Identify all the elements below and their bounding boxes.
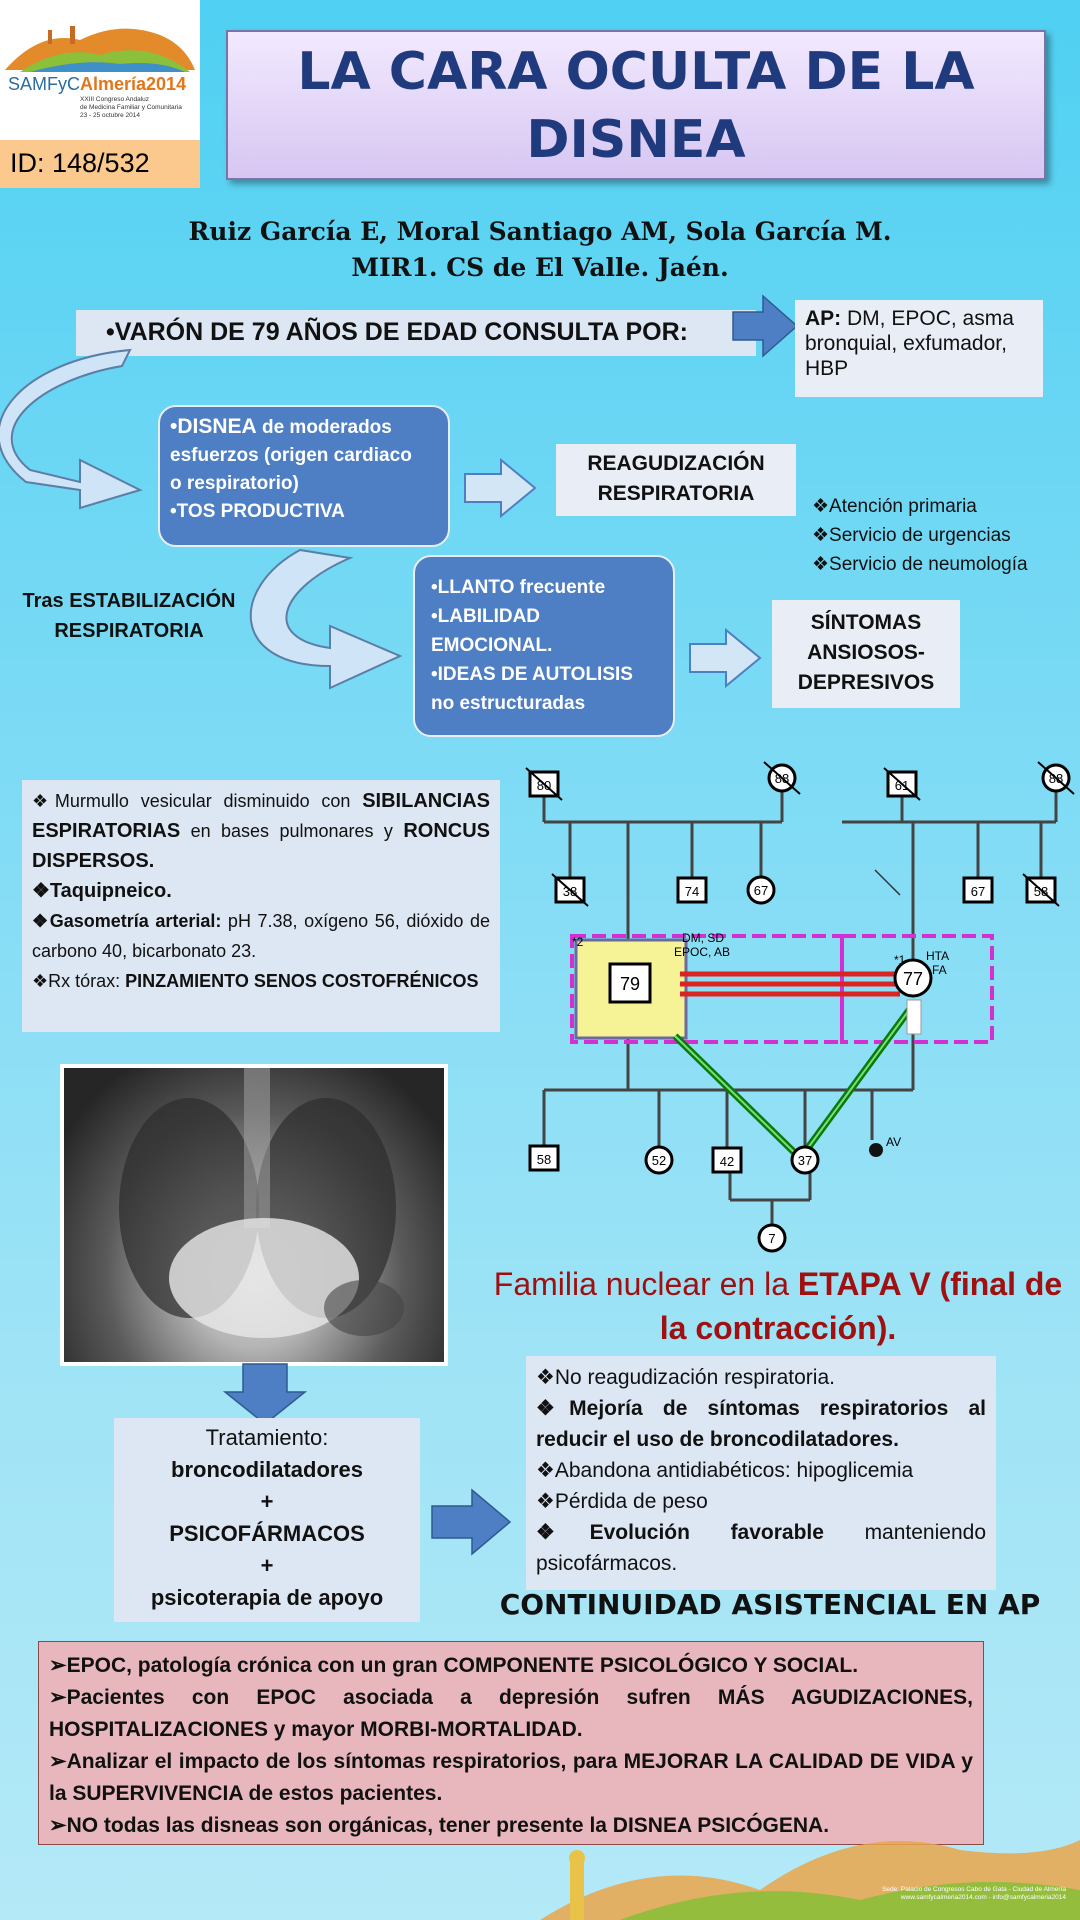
- curved-arrow-icon: [0, 348, 143, 510]
- services-list: ❖Atención primaria ❖Servicio de urgencia…: [812, 496, 1028, 575]
- genogram-age: 58: [537, 1152, 551, 1167]
- chest-xray-image: [60, 1064, 448, 1366]
- consult-reason: •VARÓN DE 79 AÑOS DE EDAD CONSULTA POR:: [76, 310, 756, 356]
- authors: Ruiz García E, Moral Santiago AM, Sola G…: [188, 217, 892, 282]
- footer-landscape-icon: [540, 1840, 1080, 1920]
- genogram-note: HTA: [926, 949, 949, 963]
- treatment-box: Tratamiento: broncodilatadores + PSICOFÁ…: [114, 1418, 420, 1622]
- genogram-note: FA: [932, 963, 947, 977]
- genogram-note: DM, SD: [682, 931, 724, 945]
- physical-exam-box: ❖Murmullo vesicular disminuido con SIBIL…: [22, 780, 500, 1032]
- evolution-box: ❖No reagudización respiratoria. ❖Mejoría…: [526, 1356, 996, 1590]
- genogram-age: 67: [754, 883, 768, 898]
- poster-id: ID: 148/532: [0, 140, 200, 188]
- continuity-heading: CONTINUIDAD ASISTENCIAL EN AP: [499, 1588, 1041, 1621]
- genogram-age: 7: [768, 1231, 775, 1246]
- genogram-age: 52: [652, 1153, 666, 1168]
- conclusion-item: ➢Pacientes con EPOC asociada a depresión…: [49, 1686, 973, 1741]
- poster-title: LA CARA OCULTA DE LA DISNEA: [226, 30, 1046, 180]
- ap-history: AP: DM, EPOC, asma bronquial, exfumador,…: [795, 300, 1043, 397]
- genogram-note: *2: [572, 935, 584, 949]
- genogram-age: 42: [720, 1154, 734, 1169]
- arrow-down-icon: [222, 1363, 308, 1425]
- genogram: 80 88 61 88 38 74 67 67 58 79 77 58 52 4…: [525, 761, 1075, 1253]
- xray-illustration: [119, 1068, 404, 1338]
- arrow-right-icon: [431, 1488, 512, 1556]
- genogram-age: 67: [971, 884, 985, 899]
- genogram-age: 74: [685, 884, 699, 899]
- genogram-note: *1: [894, 953, 906, 967]
- emotional-symptoms-box: •LLANTO frecuente •LABILIDAD EMOCIONAL. …: [413, 555, 675, 737]
- logo-landscape-icon: [5, 26, 195, 72]
- genogram-note: EPOC, AB: [674, 945, 730, 959]
- conclusions-box: ➢EPOC, patología crónica con un gran COM…: [38, 1641, 984, 1845]
- genogram-note: AV: [886, 1135, 901, 1149]
- genogram-age: 37: [798, 1153, 812, 1168]
- arrow-right-icon: [464, 457, 537, 519]
- conclusion-item: ➢NO todas las disneas son orgánicas, ten…: [49, 1814, 830, 1837]
- genogram-patient: 79: [620, 974, 640, 994]
- genogram-wife: 77: [903, 969, 923, 989]
- arrow-right-icon: [689, 627, 762, 689]
- disnea-box: •DISNEA de moderados esfuerzos (origen c…: [158, 405, 450, 547]
- family-stage: Familia nuclear en la ETAPA V (final de …: [493, 1266, 1063, 1346]
- conclusion-item: ➢Analizar el impacto de los síntomas res…: [49, 1750, 973, 1805]
- curved-arrow-icon: [249, 548, 403, 690]
- footer-venue: Sede: Palacio de Congresos Cabo de Gata …: [882, 1886, 1066, 1901]
- congress-logo: SAMFyCAlmería2014 XXIII Congreso Andaluz…: [0, 0, 200, 140]
- conclusion-item: ➢EPOC, patología crónica con un gran COM…: [49, 1654, 859, 1677]
- arrow-right-icon: [732, 294, 799, 358]
- logo-text: SAMFyCAlmería2014: [8, 74, 187, 94]
